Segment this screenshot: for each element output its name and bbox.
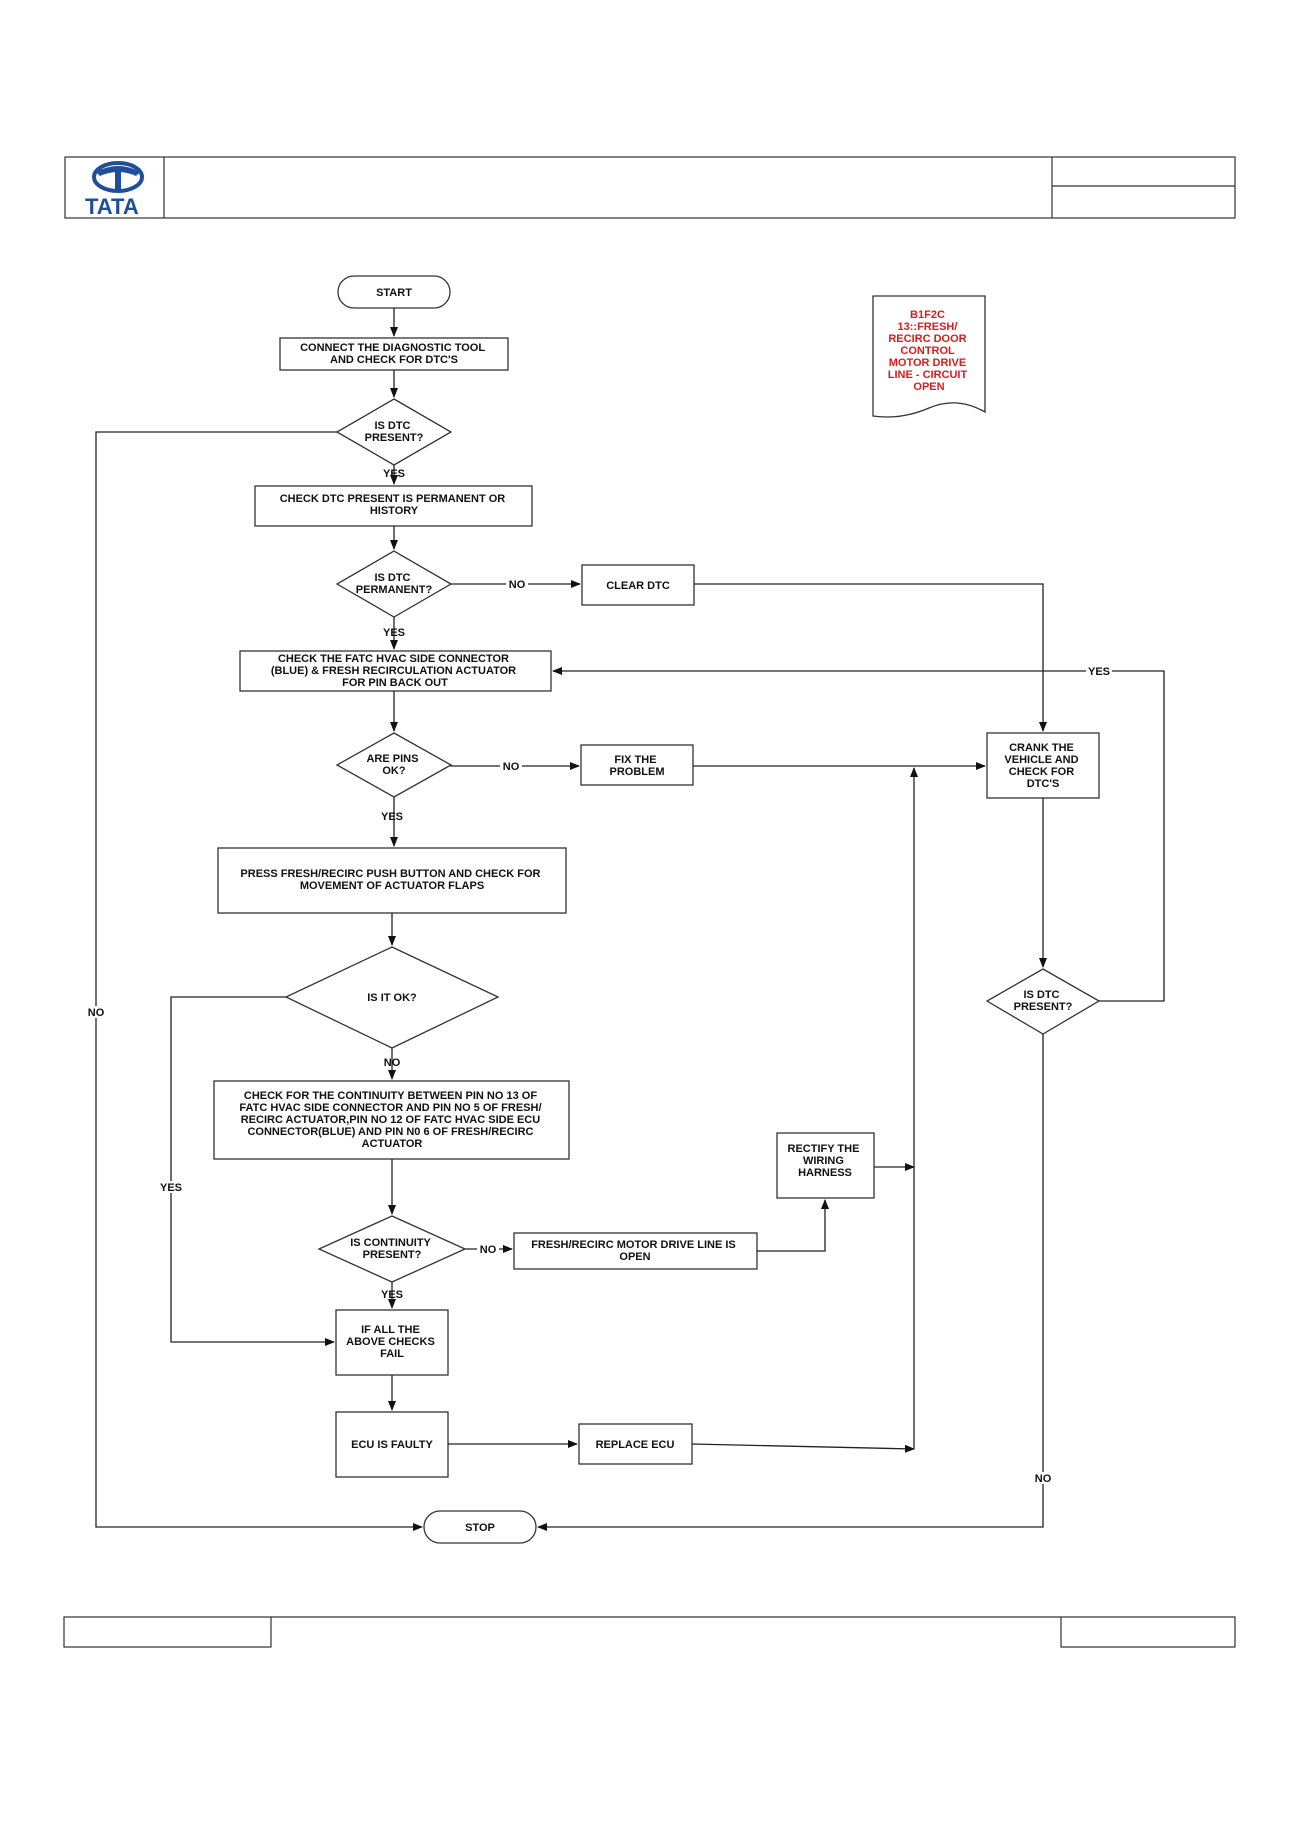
cont-present-text: IS CONTINUITY PRESENT?	[350, 1237, 434, 1261]
yes-label-1: YES	[383, 468, 405, 480]
node-labels: START CONNECT THE DIAGNOSTIC TOOL AND CH…	[239, 287, 1081, 1534]
edge-labels: YES NO YES NO YES YES NO NO YES NO YES N…	[85, 468, 1112, 1485]
yes-label-5: YES	[160, 1182, 182, 1194]
no-label-6: NO	[1035, 1473, 1052, 1485]
yes-label-6: YES	[381, 1289, 403, 1301]
no-label-1: NO	[509, 579, 526, 591]
fix-text: FIX THE PROBLEM	[610, 754, 665, 778]
page-footer	[63, 1616, 1236, 1648]
clear-dtc-text: CLEAR DTC	[606, 580, 670, 592]
logo-text: TATA	[85, 194, 139, 219]
yes-label-4: YES	[381, 811, 403, 823]
all-checks-fail-box	[335, 1309, 449, 1376]
connect-text: CONNECT THE DIAGNOSTIC TOOL AND CHECK FO…	[300, 342, 488, 366]
ecu-faulty-box	[335, 1411, 449, 1478]
stop-terminal	[423, 1510, 537, 1544]
rectify-text: RECTIFY THE WIRING HARNESS	[788, 1143, 863, 1179]
yes-label-2: YES	[383, 627, 405, 639]
is-ok-text: IS IT OK?	[367, 992, 417, 1004]
press-text: PRESS FRESH/RECIRC PUSH BUTTON AND CHECK…	[240, 868, 543, 892]
check-conn-text: CHECK THE FATC HVAC SIDE CONNECTOR (BLUE…	[271, 653, 519, 689]
crank-text: CRANK THE VEHICLE AND CHECK FOR DTC'S	[1004, 742, 1081, 790]
pins-ok-text: ARE PINS OK?	[366, 753, 421, 777]
fix-problem-box	[580, 744, 694, 786]
dtc-present2-text: IS DTC PRESENT?	[1014, 989, 1073, 1013]
crank-vehicle-box	[986, 732, 1100, 799]
no-label-5: NO	[480, 1244, 497, 1256]
press-button-box	[217, 847, 567, 914]
yes-label-3: YES	[1088, 666, 1110, 678]
replace-ecu-text: REPLACE ECU	[596, 1439, 675, 1451]
replace-ecu-box	[578, 1423, 693, 1465]
stop-label: STOP	[465, 1522, 495, 1534]
no-label-3: NO	[384, 1057, 401, 1069]
tata-logo-icon: TATA	[85, 161, 144, 219]
dtc-code-text: B1F2C 13::FRESH/ RECIRC DOOR CONTROL MOT…	[888, 309, 971, 393]
clear-dtc-box	[581, 564, 695, 606]
connectors	[95, 308, 1165, 1531]
all-fail-text: IF ALL THE ABOVE CHECKS FAIL	[346, 1324, 438, 1360]
start-label: START	[376, 287, 412, 299]
page-header: TATA	[64, 156, 1236, 219]
rectify-harness-box	[776, 1132, 875, 1199]
open-text: FRESH/RECIRC MOTOR DRIVE LINE IS OPEN	[531, 1239, 739, 1263]
dtc-present-text: IS DTC PRESENT?	[365, 420, 424, 444]
no-label-4: NO	[88, 1007, 105, 1019]
continuity-text: CHECK FOR THE CONTINUITY BETWEEN PIN NO …	[239, 1090, 544, 1150]
check-perm-text: CHECK DTC PRESENT IS PERMANENT OR HISTOR…	[280, 493, 509, 517]
no-label-2: NO	[503, 761, 520, 773]
ecu-faulty-text: ECU IS FAULTY	[351, 1439, 433, 1451]
drive-line-open-box	[513, 1232, 758, 1270]
continuity-check-box	[213, 1080, 570, 1160]
check-permanent-box	[254, 485, 533, 527]
check-connector-box	[239, 650, 552, 692]
dtc-code-document	[872, 295, 986, 418]
dtc-perm-text: IS DTC PERMANENT?	[356, 572, 433, 596]
